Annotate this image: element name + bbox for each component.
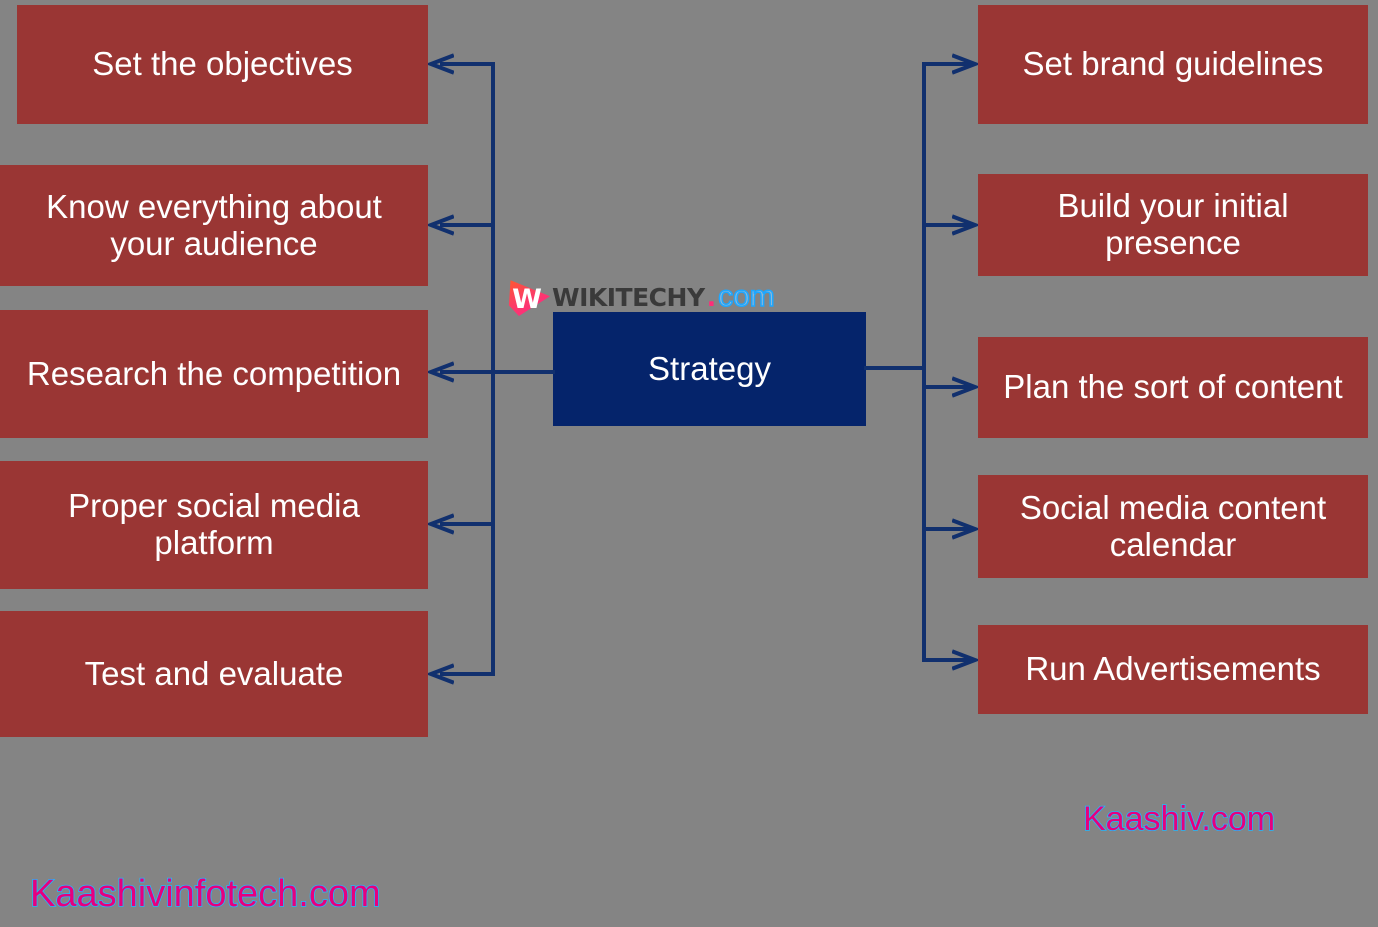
node-left-5-label: Test and evaluate: [84, 654, 344, 692]
connector-left-branch-3: [440, 370, 493, 374]
node-left-4-label: Proper social media platform: [68, 487, 360, 561]
node-right-2[interactable]: Build your initial presence: [978, 174, 1368, 276]
node-left-2[interactable]: Know everything about your audience: [0, 165, 428, 286]
node-left-1[interactable]: Set the objectives: [17, 5, 428, 124]
wikitechy-play-mark-icon: W: [508, 278, 550, 316]
arrowhead-left-5: [428, 661, 454, 687]
arrowhead-left-1: [428, 51, 454, 77]
connector-left-branch-2: [440, 223, 493, 227]
node-right-3[interactable]: Plan the sort of content: [978, 337, 1368, 438]
watermark-kaashivinfotech: Kaashivinfotech.com: [29, 872, 381, 916]
connector-right-branch-4: [922, 527, 970, 531]
arrowhead-right-5: [952, 647, 978, 673]
arrowhead-right-4: [952, 516, 978, 542]
node-left-5[interactable]: Test and evaluate: [0, 611, 428, 737]
connector-left-stem: [491, 370, 555, 374]
node-right-4-label: Social media content calendar: [1019, 488, 1327, 563]
logo-w-letter: W: [512, 283, 542, 315]
connector-left-branch-5: [440, 672, 493, 676]
node-center-strategy[interactable]: Strategy: [553, 312, 866, 426]
node-right-3-label: Plan the sort of content: [1003, 368, 1343, 406]
arrowhead-left-3: [428, 359, 454, 385]
connector-right-branch-1: [922, 62, 970, 66]
node-right-4[interactable]: Social media content calendar: [978, 475, 1368, 578]
connector-left-branch-4: [440, 522, 493, 526]
node-right-1[interactable]: Set brand guidelines: [978, 5, 1368, 124]
connector-right-stem: [864, 366, 926, 370]
arrowhead-right-1: [952, 51, 978, 77]
node-right-1-label: Set brand guidelines: [1022, 45, 1324, 83]
connector-left-trunk: [491, 62, 495, 676]
arrowhead-right-2: [952, 212, 978, 238]
connector-right-branch-3: [922, 385, 970, 389]
arrowhead-right-3: [952, 374, 978, 400]
node-left-3[interactable]: Research the competition: [0, 310, 428, 438]
node-right-5-label: Run Advertisements: [1025, 650, 1321, 688]
node-right-5[interactable]: Run Advertisements: [978, 625, 1368, 714]
node-right-2-label: Build your initial presence: [1057, 187, 1289, 261]
node-left-1-label: Set the objectives: [92, 45, 353, 83]
node-left-2-label: Know everything about your audience: [46, 187, 382, 262]
logo-tld: com: [717, 279, 775, 314]
connector-right-branch-5: [922, 658, 970, 662]
node-left-4[interactable]: Proper social media platform: [0, 461, 428, 589]
node-left-3-label: Research the competition: [26, 354, 402, 392]
connector-right-branch-2: [922, 223, 970, 227]
node-center-label: Strategy: [648, 349, 771, 387]
watermark-kaashiv: Kaashiv.com: [1082, 799, 1276, 839]
arrowhead-left-4: [428, 511, 454, 537]
connector-left-branch-1: [440, 62, 493, 66]
connector-right-trunk: [922, 62, 926, 662]
arrowhead-left-2: [428, 212, 454, 238]
wikitechy-logo: W WIKITECHY . com: [508, 278, 775, 316]
logo-dot: .: [706, 282, 717, 312]
logo-wordmark: WIKITECHY: [552, 282, 705, 312]
